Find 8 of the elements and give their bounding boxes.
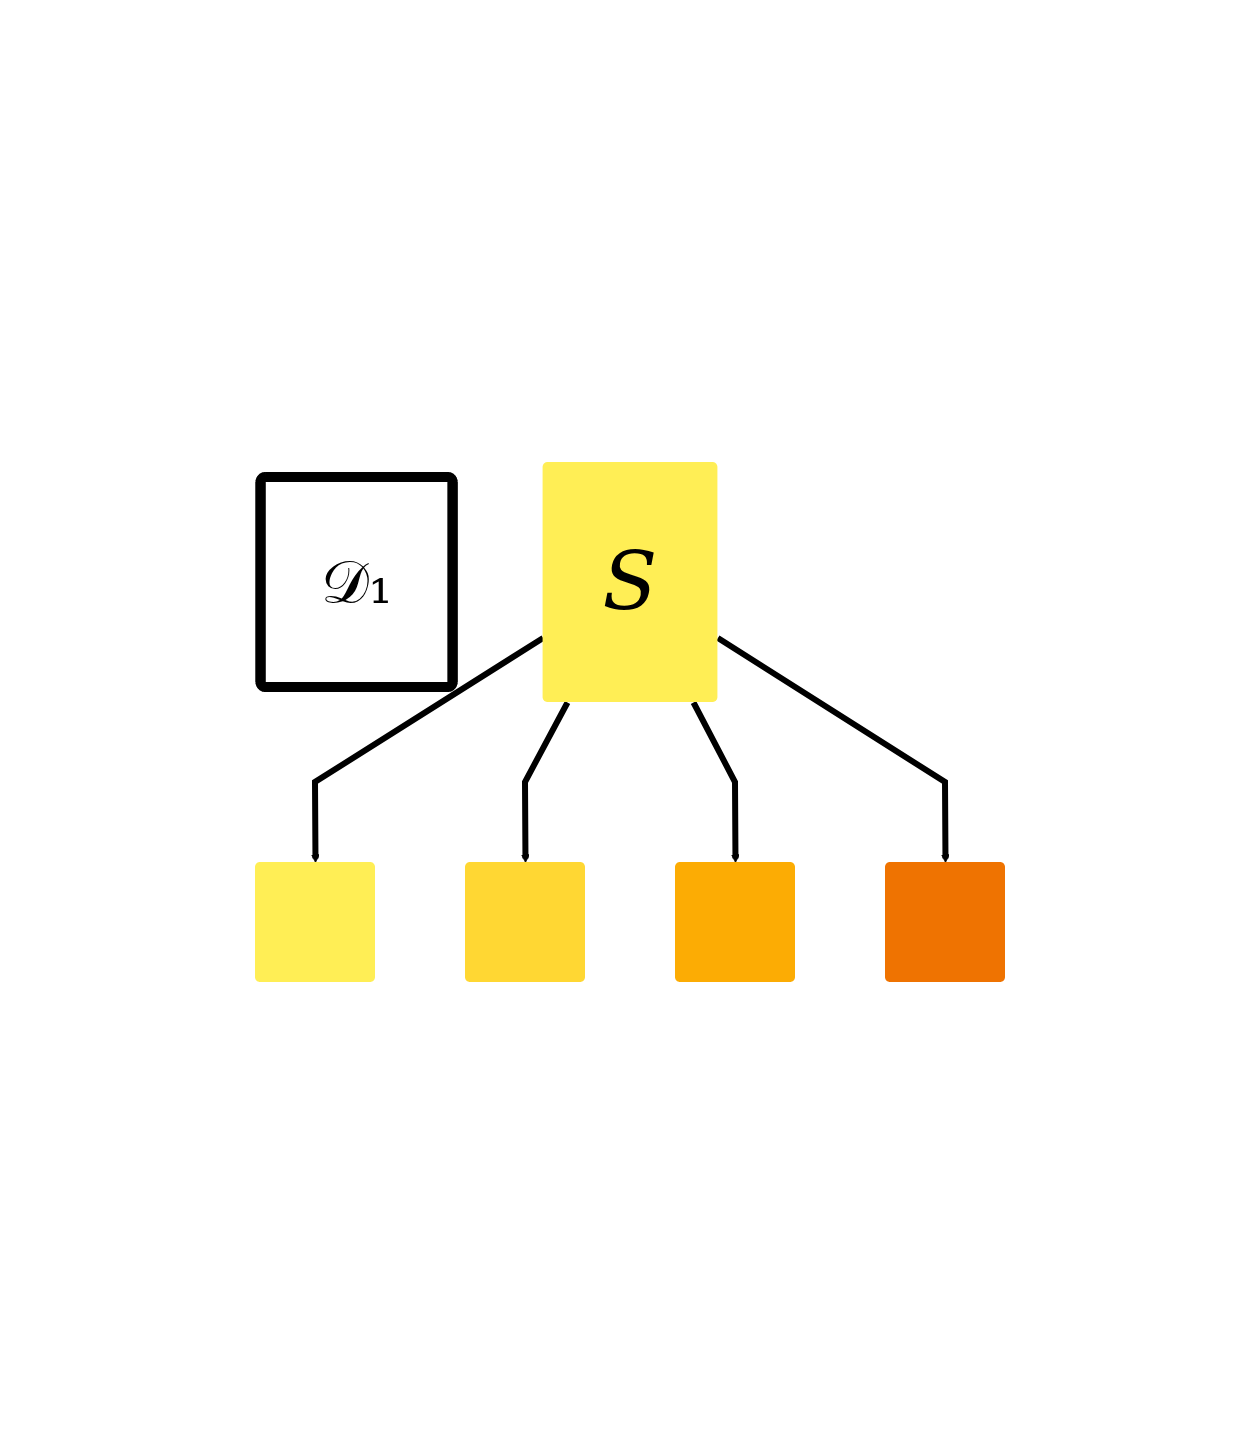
node-box bbox=[675, 862, 795, 982]
arrow bbox=[716, 635, 950, 863]
node-box: S bbox=[542, 462, 718, 702]
node-box bbox=[465, 862, 585, 982]
node-box bbox=[885, 862, 1005, 982]
arrow bbox=[521, 701, 571, 863]
node-box bbox=[255, 862, 375, 982]
arrow bbox=[690, 701, 740, 863]
